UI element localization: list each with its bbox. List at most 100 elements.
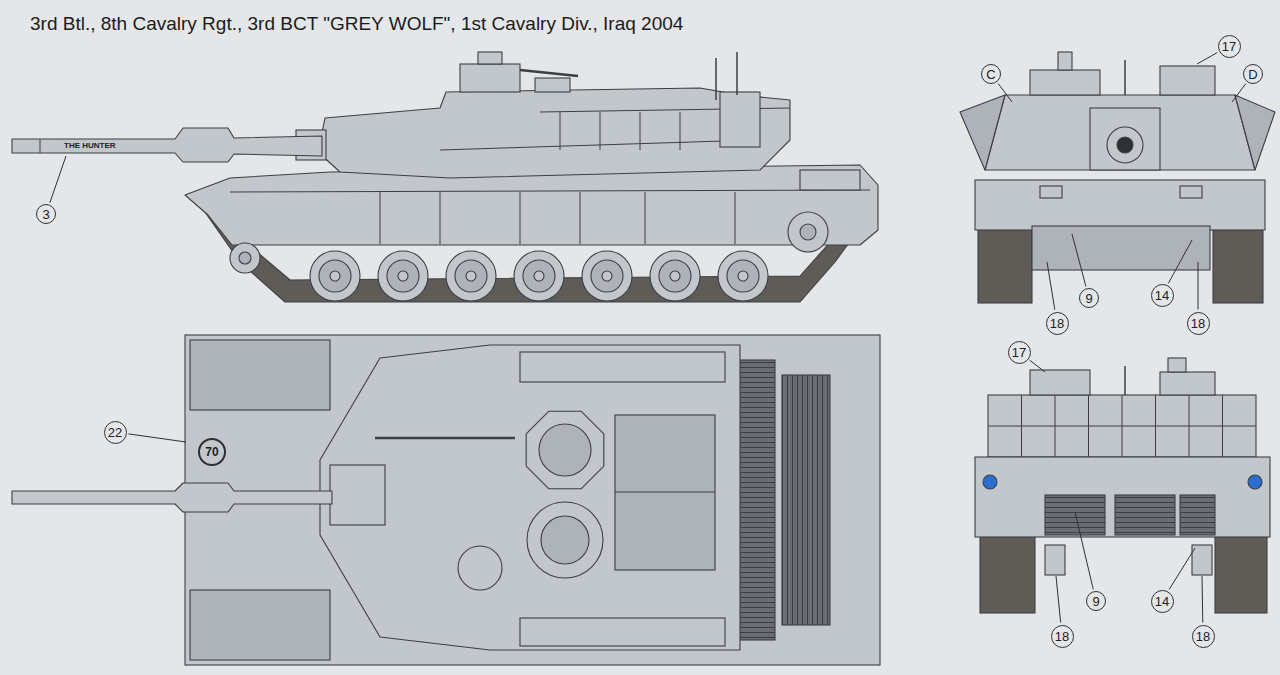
bustle-rack-bar (640, 112, 641, 150)
leader-line (998, 84, 1012, 102)
diagram-title: 3rd Btl., 8th Cavalry Rgt., 3rd BCT "GRE… (30, 12, 683, 36)
front-fender (190, 590, 330, 660)
commander-cupola-top (526, 411, 604, 489)
leader-line (1030, 360, 1045, 372)
callout-number: 18 (1196, 630, 1210, 643)
rear-grille (1180, 495, 1215, 535)
cupola-hatch (539, 424, 591, 476)
engine-grille (782, 375, 830, 625)
callout-circle: 9 (1086, 591, 1106, 611)
sight-box-rear (1160, 372, 1215, 395)
callout-circle: C (981, 64, 1001, 84)
rack-rail (988, 426, 1256, 427)
skirt-panel-line (735, 192, 736, 244)
tail-light (1248, 475, 1262, 489)
machine-gun (520, 70, 578, 76)
rear-grille (1045, 495, 1105, 535)
road-wheel-rim (727, 260, 759, 292)
road-wheel-rim (523, 260, 555, 292)
bustle-rack-rear (988, 395, 1256, 457)
callout-circle: 18 (1051, 625, 1074, 648)
turret-front (985, 95, 1255, 170)
headlight (1180, 186, 1202, 198)
road-wheel-rim (455, 260, 487, 292)
side-rack (1235, 95, 1275, 170)
road-wheel (514, 251, 564, 301)
gunner-sight (458, 546, 502, 590)
tail-light (983, 475, 997, 489)
antenna-front (1124, 60, 1126, 95)
leader-line (1047, 262, 1055, 310)
bustle-rack-bar (560, 112, 561, 150)
leader-line (1169, 548, 1195, 590)
callout-circle: D (1243, 64, 1263, 84)
road-wheel-rim (387, 260, 419, 292)
front-fender (190, 340, 330, 410)
turret-side (318, 88, 790, 178)
callout-circle: 17 (1008, 341, 1031, 364)
hull-rear (975, 457, 1270, 537)
road-wheel-hub (738, 271, 748, 281)
antenna (715, 58, 717, 100)
lower-glacis (1032, 226, 1210, 270)
callout-circle: 17 (1218, 35, 1241, 58)
road-wheel (650, 251, 700, 301)
callout-circle: 18 (1192, 625, 1215, 648)
leader-line (128, 434, 186, 442)
callout-circle: 18 (1046, 312, 1069, 335)
leader-line (1197, 53, 1217, 64)
callout-circle: 22 (104, 421, 127, 444)
commander-cupola-rear (1030, 370, 1090, 395)
idler-hub (239, 252, 251, 264)
callout-number: 18 (1050, 317, 1064, 330)
leader-line (1202, 576, 1204, 623)
skirt-line (230, 190, 870, 192)
loader-hatch-top (527, 502, 603, 578)
engine-grille (735, 360, 775, 640)
turret-edge-line (440, 140, 755, 150)
skirt-panel-line (380, 192, 381, 244)
drive-sprocket (788, 212, 828, 252)
skirt-panel-line (580, 192, 581, 244)
idler-wheel (230, 243, 260, 273)
callout-number: 17 (1012, 346, 1026, 359)
gun-name-marking: THE HUNTER (64, 141, 116, 151)
callout-number: C (986, 68, 995, 81)
callout-number: 3 (42, 208, 49, 221)
callout-number: 9 (1085, 292, 1092, 305)
antenna-rear (1124, 366, 1126, 395)
leader-line (1072, 234, 1086, 286)
callout-number: 18 (1055, 630, 1069, 643)
skirt-panel-line (645, 192, 646, 244)
hull-side (185, 165, 878, 245)
road-wheel (446, 251, 496, 301)
tow-hook (1045, 545, 1065, 575)
gun-mantlet-front (1090, 108, 1160, 170)
callout-number: 14 (1155, 595, 1169, 608)
hull-front (975, 180, 1265, 230)
rear-box (800, 170, 860, 190)
bustle-box-top (520, 352, 725, 382)
road-wheel-rim (659, 260, 691, 292)
headlight (1040, 186, 1062, 198)
muzzle-ring (40, 139, 41, 153)
road-wheel-hub (398, 271, 408, 281)
callout-circle: 3 (36, 204, 56, 224)
tow-hook (1192, 545, 1212, 575)
sight-box-front (1160, 66, 1215, 95)
road-wheel (310, 251, 360, 301)
callout-circle: 18 (1187, 312, 1210, 335)
rear-grille (1115, 495, 1175, 535)
gun-bore (1117, 137, 1133, 153)
callout-number: 17 (1222, 40, 1236, 53)
turret-roof-panel (615, 415, 715, 570)
bustle-rack-bar (600, 112, 601, 150)
antenna (736, 52, 738, 95)
leader-line (1056, 576, 1061, 623)
sprocket-hub (800, 224, 816, 240)
leader-line (1075, 512, 1093, 589)
roof-panel-line (615, 492, 715, 493)
marking-circle: 70 (198, 438, 226, 466)
callout-number: 14 (1155, 289, 1169, 302)
bustle-box-top (520, 618, 725, 646)
